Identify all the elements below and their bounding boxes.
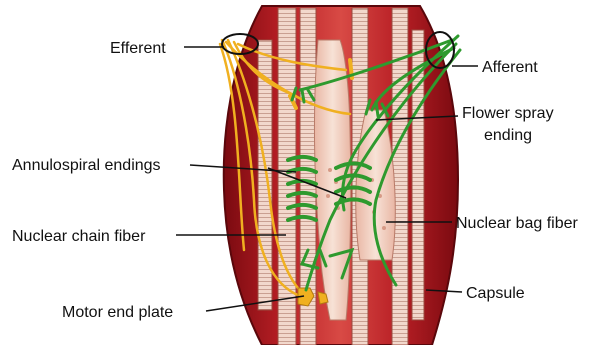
label-efferent: Efferent (110, 40, 166, 57)
label-motor-end-plate: Motor end plate (62, 304, 173, 321)
label-afferent: Afferent (482, 59, 538, 76)
label-flower-spray-line1: Flower spray (462, 105, 554, 122)
label-capsule: Capsule (466, 285, 525, 302)
label-flower-spray-line2: ending (484, 127, 532, 144)
label-nuclear-bag-fiber: Nuclear bag fiber (456, 215, 579, 232)
label-nuclear-chain-fiber: Nuclear chain fiber (12, 228, 146, 245)
label-annulospiral-endings: Annulospiral endings (12, 157, 161, 174)
